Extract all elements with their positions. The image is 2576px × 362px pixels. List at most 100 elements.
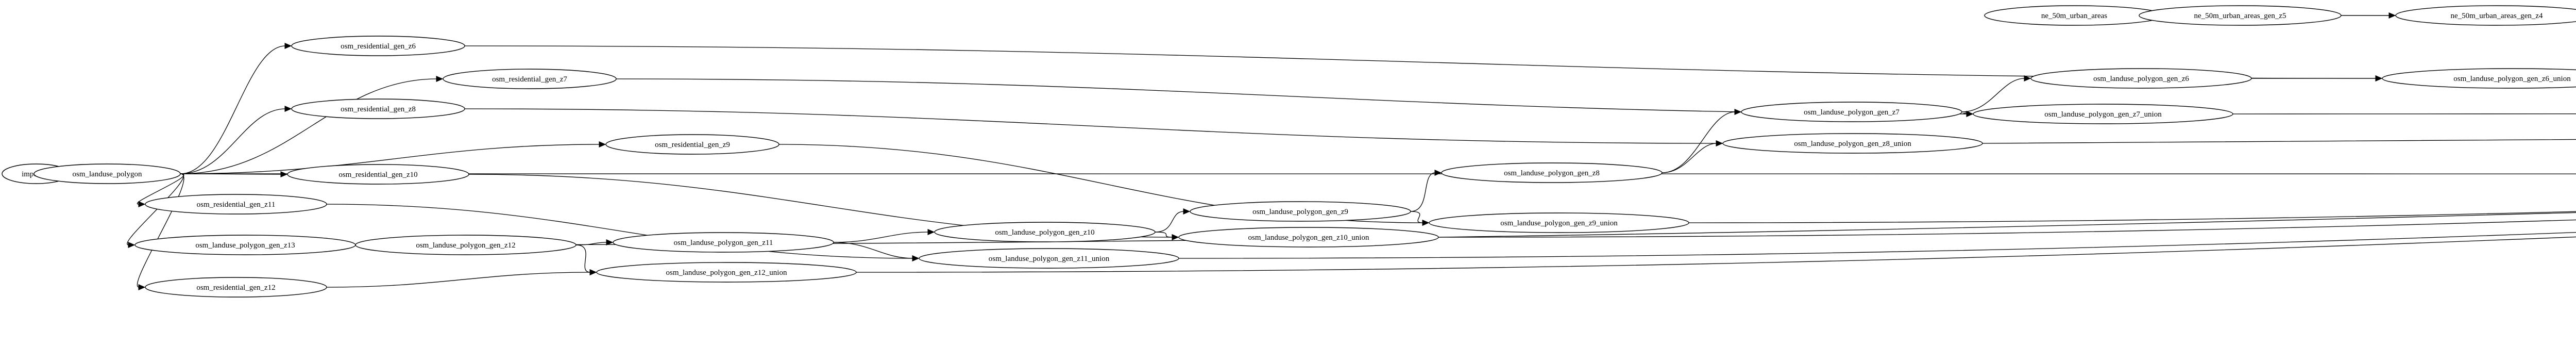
graph-edge (856, 236, 2576, 273)
graph-edge (1410, 172, 1436, 212)
node-ellipse (443, 69, 617, 89)
node-ellipse (1722, 133, 1983, 154)
graph-edge (1662, 143, 1717, 173)
node-ellipse (919, 248, 1179, 269)
edge-arrowhead (280, 171, 288, 177)
graph-edge (180, 45, 286, 174)
graph-edge (180, 108, 286, 174)
node-ellipse (1429, 212, 1689, 233)
edge-arrowhead (128, 242, 135, 248)
graph-node-osm_residential_gen_z7[interactable]: osm_residential_gen_z7 (443, 69, 617, 89)
graph-edge (833, 242, 913, 259)
graph-node-osm_landuse_polygon_gen_z13[interactable]: osm_landuse_polygon_gen_z13 (134, 235, 356, 255)
graph-edge (575, 244, 591, 273)
graph-node-osm_landuse_polygon_gen_z11[interactable]: osm_landuse_polygon_gen_z11 (613, 232, 834, 253)
graph-node-osm_residential_gen_z9[interactable]: osm_residential_gen_z9 (605, 134, 779, 155)
node-ellipse (1178, 227, 1439, 248)
node-ellipse (291, 36, 465, 56)
edge-arrowhead (1966, 111, 1974, 117)
node-ellipse (1190, 201, 1411, 222)
graph-edge (1688, 211, 2576, 223)
node-ellipse (1984, 5, 2164, 26)
node-ellipse (613, 232, 834, 253)
node-ellipse (2395, 5, 2576, 26)
node-ellipse (1741, 102, 1962, 122)
graph-edge (833, 232, 929, 243)
graph-node-osm_residential_gen_z6[interactable]: osm_residential_gen_z6 (291, 36, 465, 56)
edge-arrowhead (1716, 140, 1723, 146)
edge-arrowhead (927, 229, 935, 235)
graph-edge (616, 78, 1968, 114)
graph-node-osm_landuse_polygon_gen_z9_union[interactable]: osm_landuse_polygon_gen_z9_union (1429, 212, 1689, 233)
graph-edge (326, 272, 591, 288)
edge-arrowhead (138, 201, 146, 207)
graph-edge (1961, 78, 2025, 112)
edge-arrowhead (1434, 170, 1442, 176)
graph-node-osm_residential_gen_z11[interactable]: osm_residential_gen_z11 (145, 194, 327, 215)
graph-node-ne_50m_urban_areas[interactable]: ne_50m_urban_areas (1984, 5, 2164, 26)
node-ellipse (145, 277, 327, 298)
node-ellipse (2382, 68, 2576, 89)
graph-edge (180, 144, 600, 174)
node-ellipse (596, 262, 857, 283)
graph-edge (137, 173, 184, 205)
edge-arrowhead (606, 239, 614, 245)
graph-node-osm_landuse_polygon_gen_z10[interactable]: osm_landuse_polygon_gen_z10 (934, 222, 1156, 242)
edge-arrowhead (1422, 220, 1430, 226)
graph-node-osm_landuse_polygon_gen_z6_union[interactable]: osm_landuse_polygon_gen_z6_union (2382, 68, 2576, 89)
graph-edge (1662, 111, 1736, 173)
node-ellipse (291, 98, 465, 119)
node-ellipse (33, 163, 181, 184)
graph-edge (1155, 232, 1173, 238)
edge-arrowhead (2375, 75, 2383, 81)
edge-arrowhead (284, 106, 292, 112)
edge-arrowhead (589, 269, 597, 275)
graph-node-osm_landuse_polygon_gen_z7_union[interactable]: osm_landuse_polygon_gen_z7_union (1973, 104, 2233, 124)
edge-arrowhead (1183, 208, 1191, 215)
edge-arrowhead (284, 43, 292, 49)
graph-node-osm_residential_gen_z12[interactable]: osm_residential_gen_z12 (145, 277, 327, 298)
node-ellipse (287, 164, 469, 185)
graph-node-osm_residential_gen_z10[interactable]: osm_residential_gen_z10 (287, 164, 469, 185)
graph-node-osm_landuse_polygon_gen_z12_union[interactable]: osm_landuse_polygon_gen_z12_union (596, 262, 857, 283)
graph-edge (180, 78, 437, 174)
edge-arrowhead (2024, 75, 2031, 81)
graph-node-osm_landuse_polygon_gen_z6[interactable]: osm_landuse_polygon_gen_z6 (2030, 68, 2252, 89)
graph-edge (137, 173, 184, 288)
node-ellipse (605, 134, 779, 155)
graph-node-osm_landuse_polygon_gen_z10_union[interactable]: osm_landuse_polygon_gen_z10_union (1178, 227, 1439, 248)
edge-arrowhead (436, 76, 444, 82)
graph-node-ne_50m_urban_areas_gen_z4[interactable]: ne_50m_urban_areas_gen_z4 (2395, 5, 2576, 26)
graph-node-osm_residential_gen_z8[interactable]: osm_residential_gen_z8 (291, 98, 465, 119)
graph-edge (1155, 211, 1184, 233)
graph-node-osm_landuse_polygon_gen_z12[interactable]: osm_landuse_polygon_gen_z12 (355, 235, 577, 255)
graph-node-osm_landuse_polygon[interactable]: osm_landuse_polygon (33, 163, 181, 184)
edge-arrowhead (599, 141, 606, 147)
graph-edge (575, 242, 607, 245)
edge-arrowhead (138, 284, 146, 290)
edge-arrowhead (1172, 234, 1179, 240)
node-ellipse (2030, 68, 2252, 89)
graph-node-osm_landuse_polygon_gen_z11_union[interactable]: osm_landuse_polygon_gen_z11_union (919, 248, 1179, 269)
graph-edge (464, 108, 1717, 144)
graph-node-osm_landuse_polygon_gen_z9[interactable]: osm_landuse_polygon_gen_z9 (1190, 201, 1411, 222)
nodes-layer: imposm3osm_landuse_polygonosm_residentia… (2, 5, 2576, 298)
graph-node-ne_50m_urban_areas_gen_z5[interactable]: ne_50m_urban_areas_gen_z5 (2139, 5, 2342, 26)
graph-edge (1410, 211, 1423, 223)
node-ellipse (2139, 5, 2342, 26)
edge-arrowhead (912, 255, 920, 261)
graph-edge (1982, 141, 2576, 144)
graph-node-osm_landuse_polygon_gen_z8_union[interactable]: osm_landuse_polygon_gen_z8_union (1722, 133, 1983, 154)
node-ellipse (145, 194, 327, 215)
graph-edge (1178, 232, 2576, 259)
graph-edge (1438, 219, 2576, 238)
graph-node-osm_landuse_polygon_gen_z8[interactable]: osm_landuse_polygon_gen_z8 (1441, 162, 1663, 183)
node-ellipse (355, 235, 577, 255)
node-ellipse (134, 235, 356, 255)
graph-node-osm_landuse_polygon_gen_z7[interactable]: osm_landuse_polygon_gen_z7 (1741, 102, 1962, 122)
graph-edge (2232, 113, 2576, 114)
graph-edge (326, 204, 913, 259)
node-ellipse (1441, 162, 1663, 183)
